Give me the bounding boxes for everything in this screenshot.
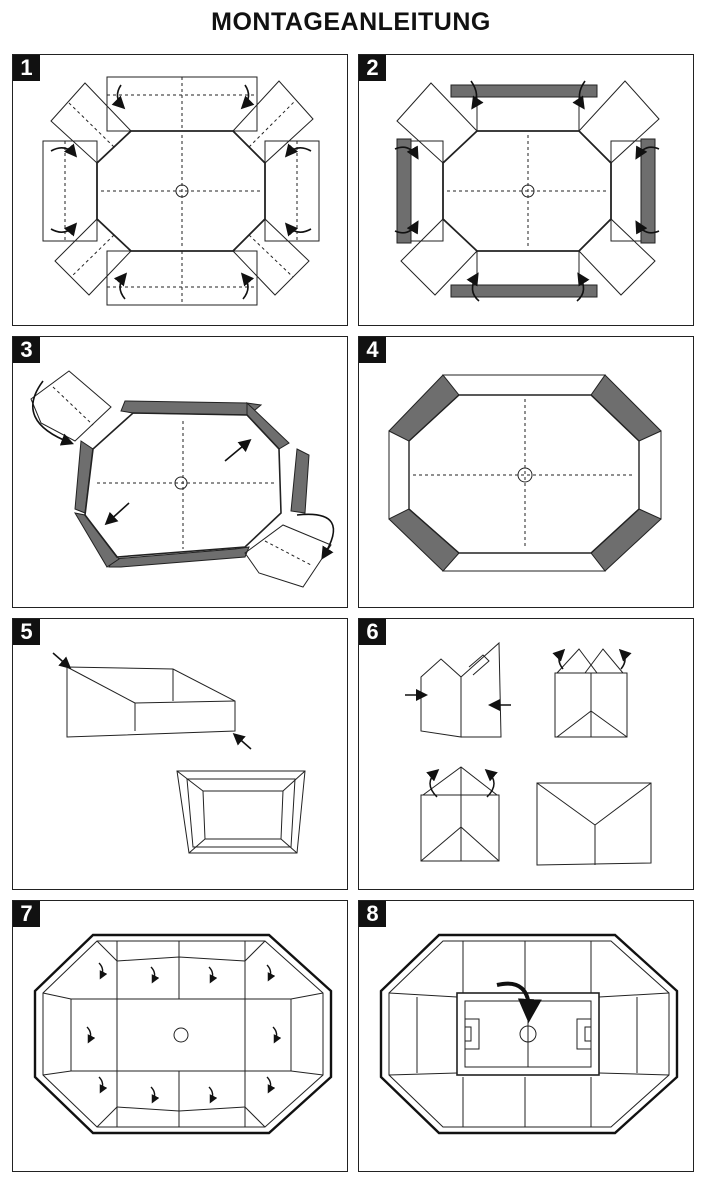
step-7-number: 7 [13,901,40,927]
step-1-panel: 1 [12,54,348,326]
step-3-panel: 3 [12,336,348,608]
step-4-panel: 4 [358,336,694,608]
step-3-diagram [30,370,335,588]
step-8-panel: 8 [358,900,694,1172]
step-5-diagram [52,652,306,854]
step-4-number: 4 [359,337,386,363]
step-4-diagram [388,374,662,572]
step-7-diagram [33,933,333,1135]
step-2-panel: 2 [358,54,694,326]
step-2-diagram [394,80,660,302]
step-3-number: 3 [13,337,40,363]
step-6-panel: 6 [358,618,694,890]
step-2-number: 2 [359,55,386,81]
step-7-panel: 7 [12,900,348,1172]
step-1-number: 1 [13,55,40,81]
step-6-diagram [405,641,652,866]
step-1-diagram [42,76,320,306]
step-5-number: 5 [13,619,40,645]
step-8-diagram [379,933,679,1135]
page-title: MONTAGEANLEITUNG [211,8,491,36]
step-5-panel: 5 [12,618,348,890]
step-6-number: 6 [359,619,386,645]
step-8-number: 8 [359,901,386,927]
